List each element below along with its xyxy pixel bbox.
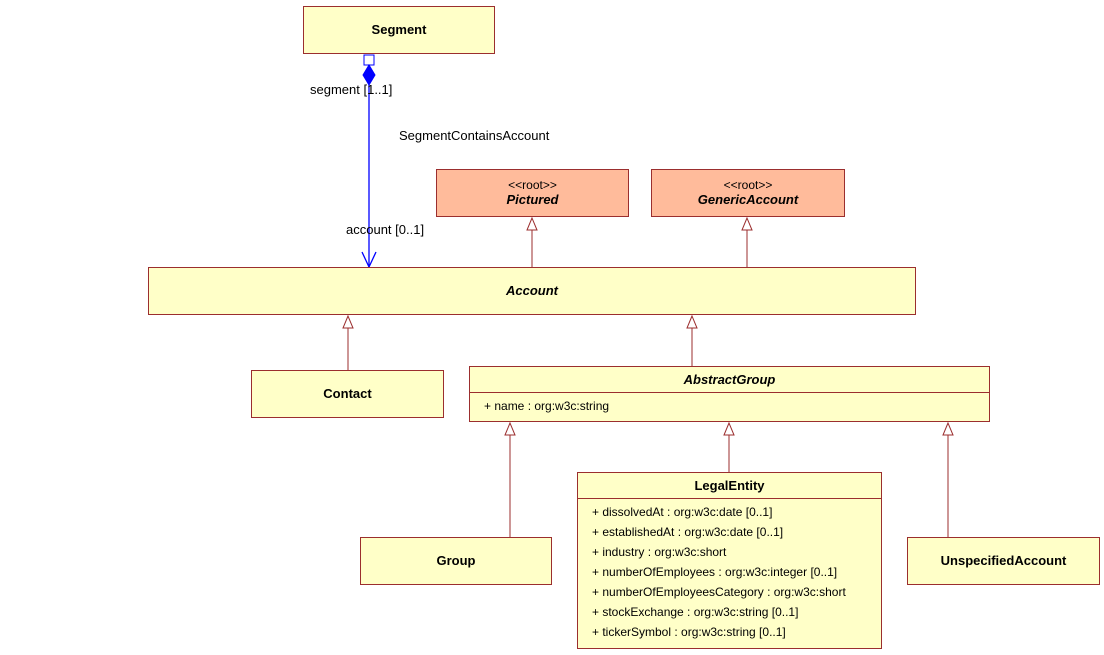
generalization-unspecifiedaccount-abstractgroup[interactable]: [942, 421, 954, 537]
attribute-list: + name : org:w3c:string: [470, 393, 989, 416]
class-contact[interactable]: Contact: [251, 370, 444, 418]
class-stereotype: <<root>>: [723, 177, 773, 192]
attribute: + dissolvedAt : org:w3c:date [0..1]: [592, 505, 773, 519]
class-segment[interactable]: Segment: [303, 6, 495, 54]
class-account[interactable]: Account: [148, 267, 916, 315]
generalization-contact-account[interactable]: [342, 314, 354, 370]
attribute: + numberOfEmployeesCategory : org:w3c:sh…: [592, 585, 846, 599]
class-name: Contact: [323, 386, 372, 401]
association-name: SegmentContainsAccount: [399, 128, 550, 143]
generalization-arrowhead: [342, 314, 354, 329]
association-source-role: segment [1..1]: [310, 82, 393, 97]
class-name: LegalEntity: [578, 473, 881, 499]
class-unspecified-account[interactable]: UnspecifiedAccount: [907, 537, 1100, 585]
generalization-arrowhead: [723, 421, 735, 436]
class-abstract-group[interactable]: AbstractGroup + name : org:w3c:string: [469, 366, 990, 422]
class-name: AbstractGroup: [470, 367, 989, 393]
class-legal-entity[interactable]: LegalEntity + dissolvedAt : org:w3c:date…: [577, 472, 882, 649]
generalization-account-pictured[interactable]: [526, 216, 538, 267]
class-name: Segment: [371, 22, 427, 37]
class-generic-account[interactable]: <<root>> GenericAccount: [651, 169, 845, 217]
generalization-arrowhead: [504, 421, 516, 436]
association-segment-contains-account[interactable]: [361, 54, 377, 269]
attribute: + name : org:w3c:string: [484, 399, 610, 413]
attribute: + industry : org:w3c:short: [592, 545, 727, 559]
class-name: GenericAccount: [697, 191, 799, 207]
generalization-abstractgroup-account[interactable]: [686, 314, 698, 366]
attribute-list: + dissolvedAt : org:w3c:date [0..1] + es…: [578, 499, 881, 642]
generalization-arrowhead: [526, 216, 538, 231]
generalization-arrowhead: [942, 421, 954, 436]
class-name: UnspecifiedAccount: [940, 553, 1067, 568]
class-group[interactable]: Group: [360, 537, 552, 585]
attribute: + stockExchange : org:w3c:string [0..1]: [592, 605, 799, 619]
attribute: + tickerSymbol : org:w3c:string [0..1]: [592, 625, 786, 639]
attribute: + numberOfEmployees : org:w3c:integer [0…: [592, 565, 838, 579]
association-source-square: [363, 54, 375, 66]
class-name: Account: [506, 283, 558, 298]
association-target-role: account [0..1]: [346, 222, 425, 237]
class-name: Pictured: [506, 191, 559, 207]
class-pictured[interactable]: <<root>> Pictured: [436, 169, 629, 217]
generalization-arrowhead: [686, 314, 698, 329]
class-stereotype: <<root>>: [508, 177, 557, 192]
generalization-group-abstractgroup[interactable]: [504, 421, 516, 537]
generalization-arrowhead: [741, 216, 753, 231]
generalization-legalentity-abstractgroup[interactable]: [723, 421, 735, 472]
generalization-account-genericaccount[interactable]: [741, 216, 753, 267]
attribute: + establishedAt : org:w3c:date [0..1]: [592, 525, 784, 539]
class-name: Group: [436, 553, 476, 568]
